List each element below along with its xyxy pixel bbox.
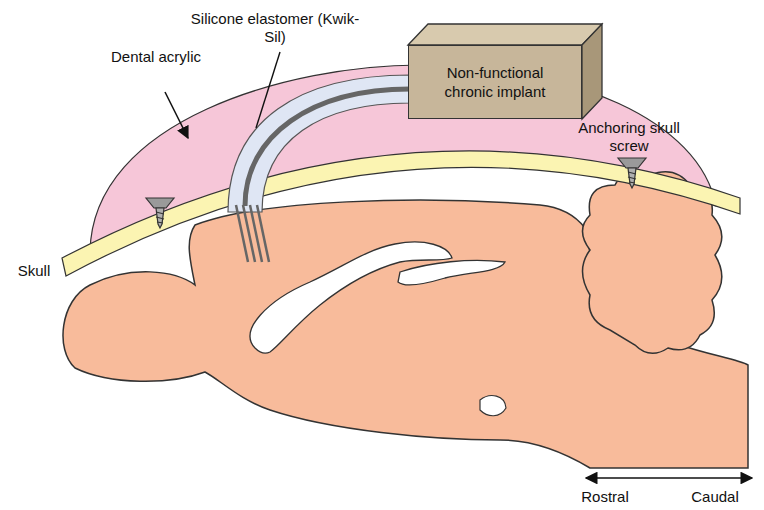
skull-band (62, 151, 740, 276)
leader-line (256, 52, 280, 128)
leader-arrow (165, 92, 188, 138)
part-label: Caudal (680, 488, 750, 506)
silicone-elastomer (228, 75, 410, 212)
part-label: Rostral (570, 488, 640, 506)
part-label: Skull (10, 262, 58, 280)
ventricle (250, 242, 452, 353)
part-label: Anchoring skull screw (574, 119, 684, 155)
wire (245, 89, 410, 206)
skull-screw (146, 198, 174, 228)
implant-top (408, 24, 602, 45)
ventricle (398, 260, 505, 285)
electrode (236, 205, 269, 262)
part-label: Silicone elastomer (Kwik-Sil) (190, 10, 360, 46)
ventricle (480, 396, 506, 416)
direction-arrow (586, 477, 752, 479)
skull-screw (618, 158, 646, 188)
implant-side (582, 24, 602, 119)
part-label: Dental acrylic (110, 48, 202, 66)
box-label: Non-functional chronic implant (433, 63, 557, 101)
implant-box: Non-functional chronic implant (408, 45, 582, 119)
